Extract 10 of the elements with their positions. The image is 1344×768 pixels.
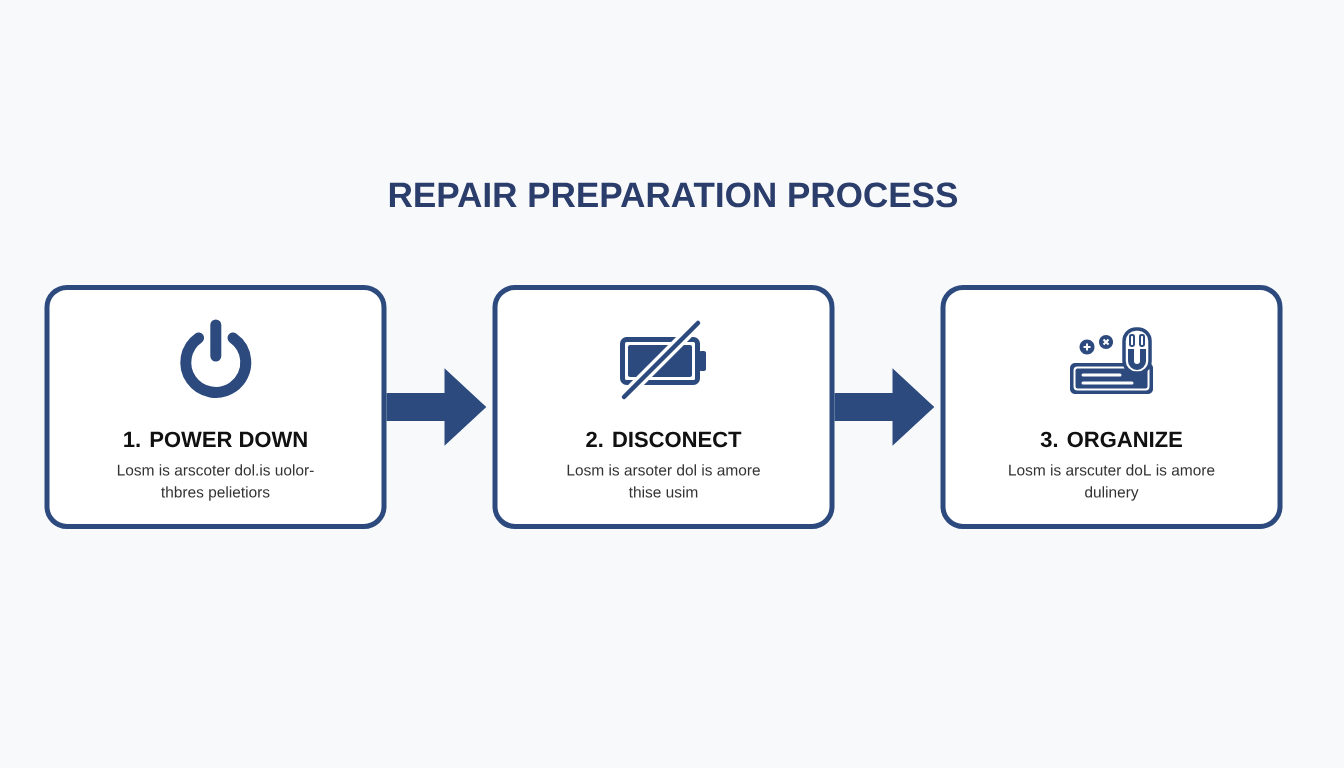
step-box	[940, 285, 1283, 529]
step-title: 2. DISCONECT	[586, 431, 742, 448]
step-description: Losm is arscoter dol.is uolor- thbres pelietiors	[117, 464, 314, 501]
step-box	[44, 285, 387, 529]
diagram-title: REPAIR PREPARATION PROCESS	[389, 182, 958, 208]
step-description: Losm is arsoter dol is amore thise usim	[567, 464, 760, 498]
step-title: 1. POWER DOWN	[124, 431, 307, 448]
step-title: 3. ORGANIZE	[1040, 431, 1182, 448]
step-box	[492, 285, 835, 529]
step-description: Losm is arscuter doL is amore dulinery	[1009, 464, 1215, 501]
